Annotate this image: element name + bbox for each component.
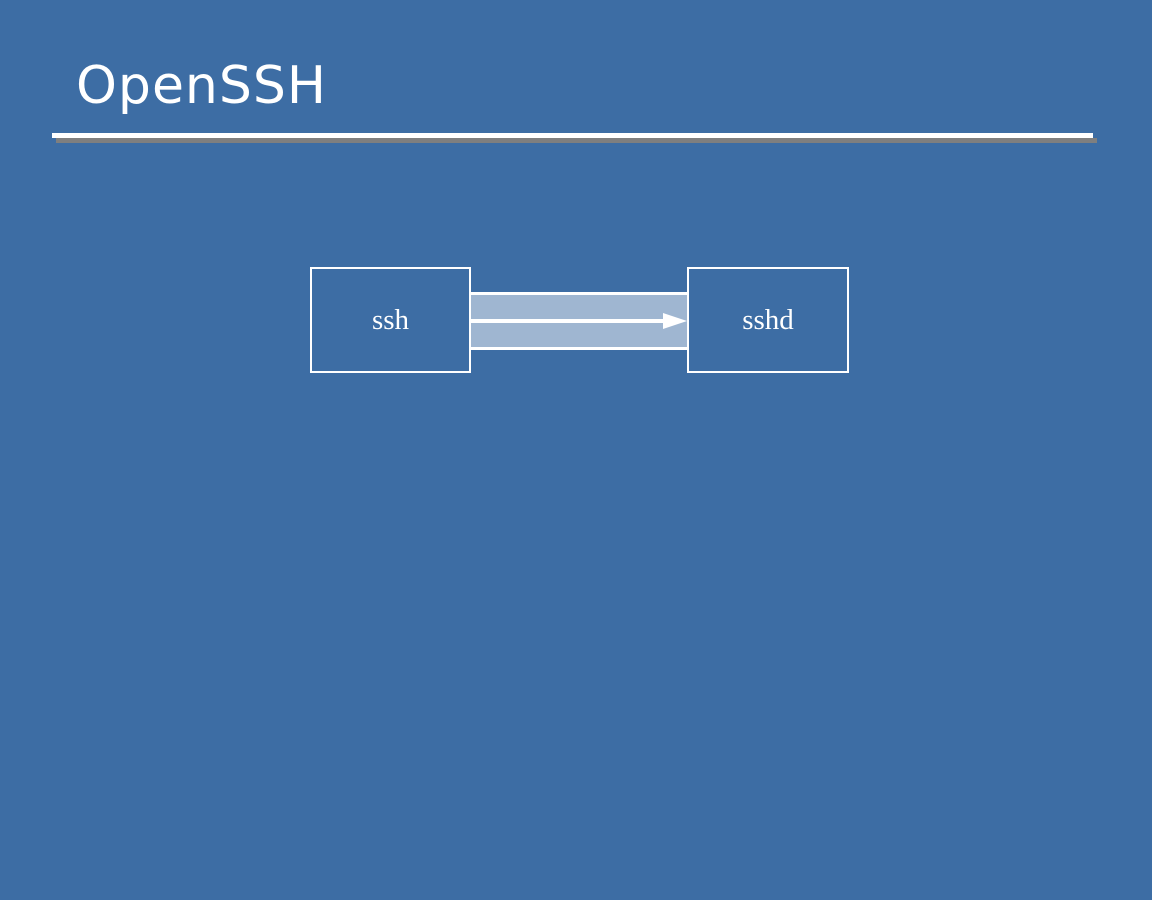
title-underline-shadow: [56, 138, 1097, 143]
connector-arrow-shaft: [471, 319, 667, 323]
node-sshd-label: sshd: [742, 303, 794, 336]
node-sshd: sshd: [687, 267, 849, 373]
node-ssh: ssh: [310, 267, 471, 373]
slide-title: OpenSSH: [76, 56, 328, 116]
title-underline: [52, 133, 1093, 138]
node-ssh-label: ssh: [371, 303, 410, 336]
arrow-right-icon: [663, 313, 687, 329]
